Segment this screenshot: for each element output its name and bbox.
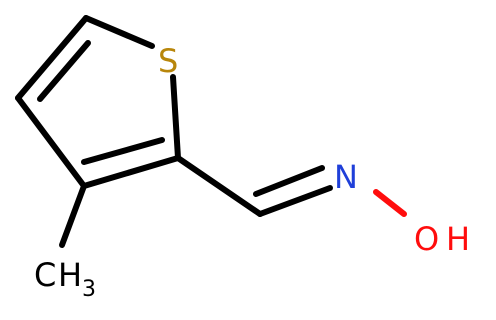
methyl-hydrogen-label: H — [58, 256, 82, 294]
bond-ch-n — [257, 185, 333, 217]
bond-c2-s — [170, 74, 181, 161]
bond-s-c5 — [83, 15, 155, 49]
bond-c5-c4-inner — [37, 40, 91, 102]
bond-c2-ch — [175, 155, 263, 217]
bond-n-o — [373, 189, 407, 217]
bond-c5-c4 — [15, 15, 89, 101]
methyl-carbon-label: C — [34, 256, 56, 294]
bond-c3-methyl — [59, 183, 87, 248]
bond-c3-c2 — [81, 155, 181, 189]
side-chain-bonds — [59, 155, 333, 248]
thiophene-ring — [15, 15, 181, 189]
nitrogen-atom-label: N — [334, 158, 358, 196]
sulfur-atom-label: S — [158, 42, 178, 80]
hydroxyl-oxygen-label: O — [414, 220, 439, 258]
bond-c3-c2-inner — [81, 137, 165, 165]
bond-c4-c3 — [15, 95, 87, 189]
hydroxyl-hydrogen-label: H — [446, 220, 470, 258]
methyl-hydrogen-count: 3 — [82, 277, 96, 302]
bond-ch-n-inner — [253, 165, 325, 197]
